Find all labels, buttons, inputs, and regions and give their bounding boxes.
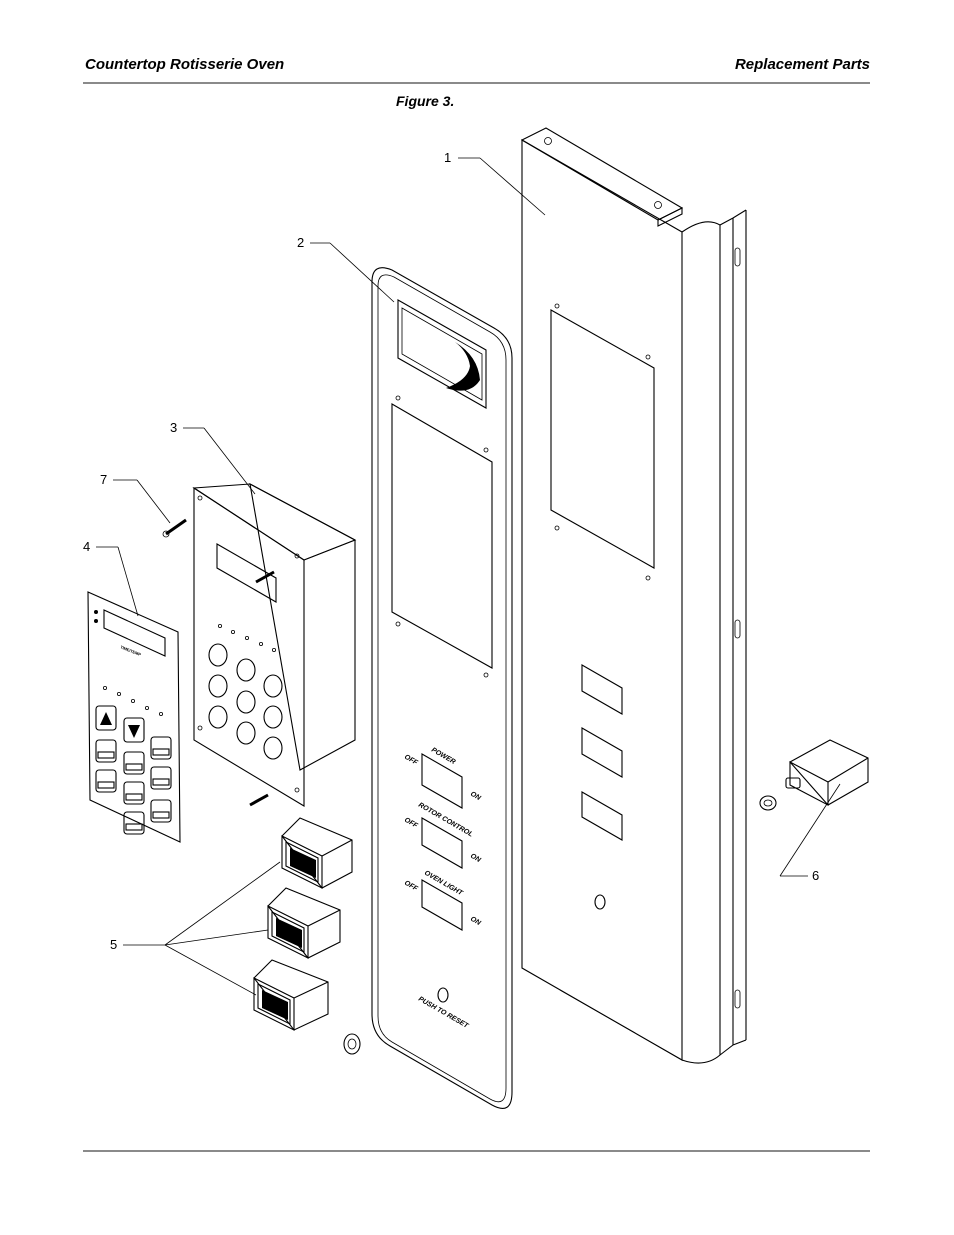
- header-left-title: Countertop Rotisserie Oven: [85, 56, 285, 73]
- label-on-1: ON: [469, 791, 482, 803]
- part-6-reset-button: [759, 739, 869, 811]
- header-rule: [83, 82, 870, 84]
- label-on-2: ON: [469, 853, 482, 865]
- svg-text:TIME/TEMP: TIME/TEMP: [120, 644, 142, 657]
- part-7-screw: [162, 518, 187, 538]
- part-1-housing-panel: [520, 127, 747, 1064]
- part-2-front-overlay: POWER OFF ON ROTOR CONTROL OFF ON OVEN L…: [371, 267, 513, 1109]
- label-power: POWER: [430, 747, 456, 766]
- label-off-1: OFF: [403, 754, 419, 767]
- part-4-keypad-membrane: TIME/TEMP: [87, 591, 181, 843]
- callout-3: 3: [170, 420, 177, 435]
- callout-5: 5: [110, 937, 117, 952]
- label-on-3: ON: [469, 916, 482, 928]
- callout-1: 1: [444, 150, 451, 165]
- label-off-3: OFF: [403, 880, 419, 893]
- part-3-controller-board: [192, 482, 357, 807]
- footer-rule: [83, 1150, 870, 1152]
- callout-2: 2: [297, 235, 304, 250]
- part-5-rocker-switches: [253, 817, 361, 1055]
- header-right-title: Replacement Parts: [734, 56, 870, 73]
- callout-6: 6: [812, 868, 819, 883]
- label-off-2: OFF: [403, 817, 419, 830]
- callout-7: 7: [100, 472, 107, 487]
- callout-leaders: [96, 157, 841, 996]
- callout-4: 4: [83, 539, 90, 554]
- figure-caption: Figure 3.: [396, 93, 455, 109]
- label-push-to-reset: PUSH TO RESET: [417, 996, 470, 1031]
